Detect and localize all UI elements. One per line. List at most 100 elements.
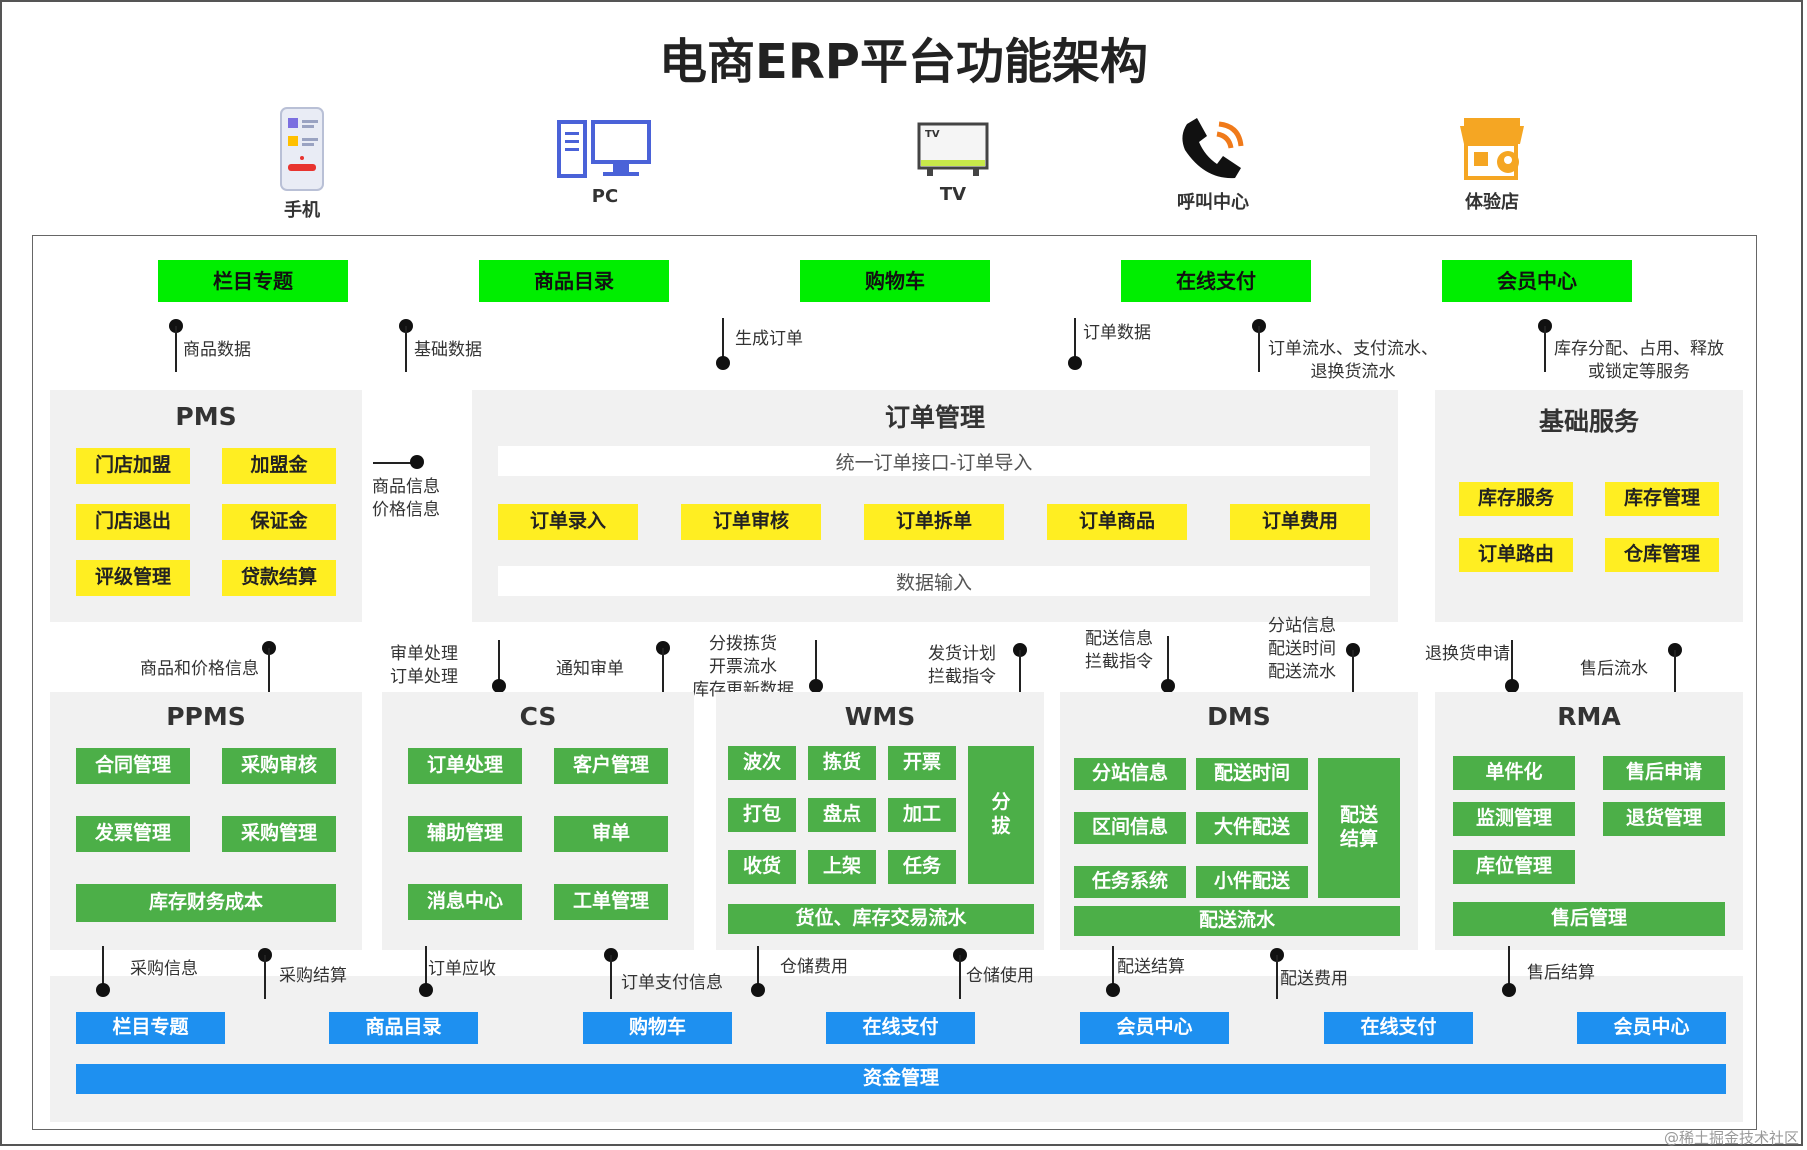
link-label: 订单数据: [1083, 323, 1151, 343]
connector-dot: [1161, 679, 1175, 693]
bottom-module: 商品目录: [329, 1012, 478, 1044]
cs-item: 工单管理: [554, 884, 668, 920]
connector-line: [1276, 955, 1278, 999]
architecture-frame: [32, 235, 1757, 1130]
connector-line: [1019, 650, 1021, 694]
top-module: 会员中心: [1442, 260, 1632, 302]
wms-item: 任务: [888, 850, 956, 884]
link-label: 采购信息: [130, 959, 198, 979]
device-label: TV: [939, 184, 967, 205]
wms-item: 加工: [888, 798, 956, 832]
pc-icon: [557, 120, 651, 178]
dms-side-item: 配送 结算: [1318, 758, 1400, 898]
base-item: 订单路由: [1459, 538, 1573, 572]
finance-panel: [50, 976, 1743, 1122]
link-label: 仓储费用: [780, 957, 848, 977]
connector-line: [1167, 636, 1169, 686]
bottom-module: 在线支付: [1324, 1012, 1473, 1044]
connector-line: [425, 946, 427, 986]
rma-item: 监测管理: [1453, 802, 1575, 836]
top-module: 购物车: [800, 260, 990, 302]
dms-item: 配送时间: [1196, 758, 1308, 790]
data-input-bar: 数据输入: [498, 566, 1370, 596]
order-item: 订单费用: [1230, 504, 1370, 540]
connector-dot: [716, 356, 730, 370]
link-label: 订单应收: [428, 959, 496, 979]
connector-line: [815, 640, 817, 684]
panel-title: CS: [519, 702, 557, 731]
device-tv: TV TV: [883, 122, 1023, 205]
panel-title: RMA: [1557, 702, 1621, 731]
device-call-center: 呼叫中心: [1143, 114, 1283, 214]
rma-item: 售后申请: [1603, 756, 1725, 790]
bottom-module: 购物车: [583, 1012, 732, 1044]
rma-item: 库位管理: [1453, 850, 1575, 884]
panel-title: 订单管理: [884, 403, 985, 432]
link-label: 配送结算: [1117, 957, 1185, 977]
dms-item: 小件配送: [1196, 866, 1308, 898]
bottom-module: 栏目专题: [76, 1012, 225, 1044]
cs-item: 消息中心: [408, 884, 522, 920]
wms-item: 波次: [728, 746, 796, 780]
link-label: 售后流水: [1580, 659, 1648, 679]
wms-item: 拣货: [808, 746, 876, 780]
top-module: 在线支付: [1121, 260, 1311, 302]
panel-title: 基础服务: [1538, 407, 1639, 436]
link-label: 商品和价格信息: [140, 659, 259, 679]
base-item: 库存服务: [1459, 482, 1573, 516]
connector-dot: [492, 679, 506, 693]
dms-item: 大件配送: [1196, 812, 1308, 844]
link-label: 商品数据: [183, 340, 251, 360]
page-title: 电商ERP平台功能架构: [659, 34, 1148, 90]
link-label: 配送信息 拦截指令: [1085, 629, 1153, 672]
order-item: 订单录入: [498, 504, 638, 540]
link-label: 订单支付信息: [621, 973, 723, 993]
dms-item: 分站信息: [1074, 758, 1186, 790]
connector-line: [498, 640, 500, 684]
panel-title: WMS: [844, 702, 916, 731]
connector-dot: [809, 679, 823, 693]
bottom-module: 会员中心: [1577, 1012, 1726, 1044]
link-label: 退换货申请: [1425, 644, 1510, 664]
pms-item: 贷款结算: [222, 560, 336, 596]
connector-dot: [1502, 983, 1516, 997]
connector-line: [722, 318, 724, 358]
bottom-module: 在线支付: [826, 1012, 975, 1044]
connector-line: [1511, 640, 1513, 684]
base-item: 仓库管理: [1605, 538, 1719, 572]
device-store: 体验店: [1422, 114, 1562, 214]
connector-dot: [1505, 679, 1519, 693]
order-interface-bar: 统一订单接口-订单导入: [498, 446, 1370, 476]
device-label: PC: [591, 186, 619, 207]
link-label: 订单流水、支付流水、 退换货流水: [1268, 339, 1438, 382]
pms-item: 门店退出: [76, 504, 190, 540]
wms-side-item: 分 拔: [968, 746, 1034, 884]
link-label: 分站信息 配送时间 配送流水: [1268, 616, 1336, 682]
order-item: 订单审核: [681, 504, 821, 540]
watermark: @稀土掘金技术社区: [1663, 1129, 1799, 1147]
phone-icon: [280, 107, 324, 191]
link-label: 仓储使用: [966, 966, 1034, 986]
fund-management-bar: 资金管理: [76, 1064, 1726, 1094]
connector-dot: [410, 455, 424, 469]
rma-panel: RMA 单件化 售后申请 监测管理 退货管理 库位管理 售后管理: [1435, 692, 1743, 950]
cs-item: 审单: [554, 816, 668, 852]
connector-line: [373, 462, 413, 464]
rma-item: 单件化: [1453, 756, 1575, 790]
connector-line: [959, 955, 961, 999]
store-icon: [1460, 118, 1524, 180]
wms-panel: WMS 波次 拣货 开票 打包 盘点 加工 收货 上架 任务 分 拔 货位、库存…: [716, 692, 1044, 950]
device-phone: 手机: [232, 106, 372, 222]
cs-panel: CS 订单处理 客户管理 辅助管理 审单 消息中心 工单管理: [382, 692, 694, 950]
dms-item: 任务系统: [1074, 866, 1186, 898]
link-label: 售后结算: [1527, 963, 1595, 983]
connector-dot: [96, 983, 110, 997]
order-panel: 订单管理 统一订单接口-订单导入 订单录入 订单审核 订单拆单 订单商品 订单费…: [472, 390, 1398, 622]
panel-title: DMS: [1207, 702, 1271, 731]
pms-item: 加盟金: [222, 448, 336, 484]
connector-dot: [419, 983, 433, 997]
connector-line: [1112, 946, 1114, 986]
connector-line: [175, 326, 177, 372]
ppms-item: 合同管理: [76, 748, 190, 784]
